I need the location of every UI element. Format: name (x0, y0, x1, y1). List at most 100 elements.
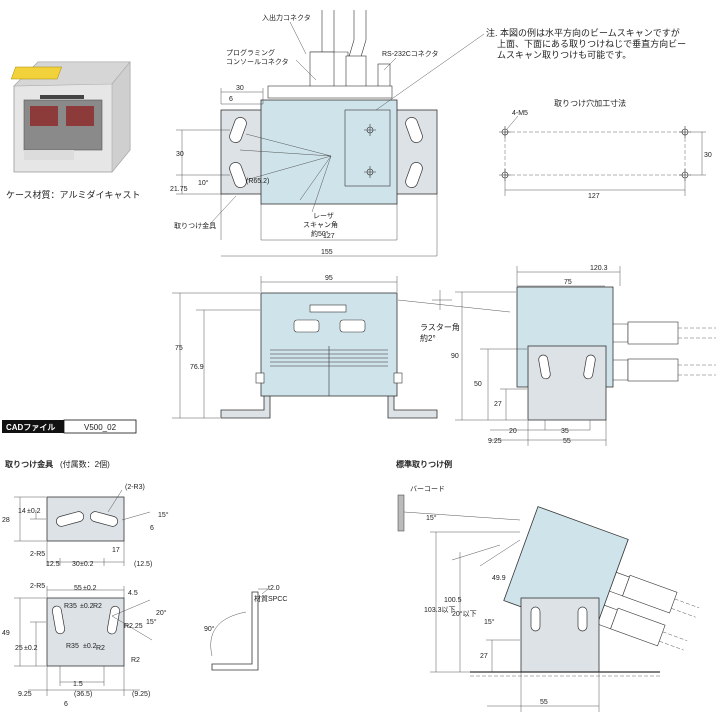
warning-label-icon (10, 66, 62, 80)
bracket2-dim-1-5: 1.5 (73, 681, 83, 688)
note-line-2: 上面、下面にある取りつけねじで垂直方向ビー (497, 38, 686, 49)
dim-127-top: 127 (323, 233, 335, 240)
bracket2-dim-55: 55 (74, 585, 82, 592)
cad-label: CADファイル (6, 423, 55, 432)
rs232c-label: RS-232Cコネクタ (382, 49, 439, 58)
note-block: 注. 本図の例は水平方向のビームスキャンですが 上面、下面にある取りつけねじで垂… (486, 27, 686, 60)
example-dim-49-9: 49.9 (492, 575, 506, 582)
bracket2-dim-4-5: 4.5 (128, 590, 138, 597)
profile-angle-90: 90° (204, 625, 215, 633)
bracket2-dim-9-25: 9.25 (18, 691, 32, 698)
bracket-dim-12-5-ref: (12.5) (134, 561, 152, 568)
example-dim-15: 15° (426, 514, 437, 522)
dim-r65-2: (R65.2) (246, 178, 269, 185)
dim-10-deg: 10° (198, 179, 209, 187)
bracket-dim-15: 15° (158, 511, 169, 519)
raster-label-1: ラスター角 (420, 322, 460, 332)
example-dim-103: 103.3以下 (424, 606, 456, 614)
bracket-dim-30: 30 (72, 561, 80, 568)
bracket2-dim-2r5: 2-R5 (30, 583, 45, 590)
bracket2-dim-36-5: (36.5) (74, 691, 92, 698)
side-dim-55: 55 (563, 438, 571, 445)
bracket2-dim-r2-25: R2.25 (124, 623, 143, 630)
hole-dim-30: 30 (704, 152, 712, 159)
dim-155: 155 (321, 249, 333, 256)
bracket-label: 取りつけ金具 (174, 221, 216, 230)
hole-title: 取りつけ穴加工寸法 (554, 98, 626, 108)
bracket-dim-17: 17 (112, 547, 120, 554)
cad-file-box (2, 419, 137, 434)
bracket2-dim-tol-4: ±0.2 (83, 643, 97, 650)
side-dim-27: 27 (494, 401, 502, 408)
bracket-profile-drawing (210, 588, 269, 671)
bracket2-dim-tol-2: ±0.2 (80, 603, 94, 610)
example-drawing (397, 494, 700, 712)
photo-caption: ケース材質：アルミダイキャスト (6, 189, 140, 200)
example-dim-100-5: 100.5 (444, 597, 462, 604)
laser-label-3: 約50° (311, 229, 329, 238)
example-barcode: バーコード (410, 485, 445, 493)
top-view (176, 10, 438, 257)
front-dim-75: 75 (175, 345, 183, 352)
bracket-top-drawing (14, 489, 151, 566)
bracket-section-subtitle: (付属数：2個) (60, 459, 110, 469)
hole-view (499, 115, 706, 196)
front-view (172, 276, 511, 419)
bracket2-dim-9-25-ref: (9.25) (132, 691, 150, 698)
example-dim-15-deg: 15° (484, 618, 495, 626)
front-dim-76-9: 76.9 (190, 364, 204, 371)
side-dim-35: 35 (561, 428, 569, 435)
dim-6: 6 (229, 96, 233, 103)
bracket2-dim-15: 15° (146, 618, 157, 626)
bracket-dim-14: 14 (18, 508, 26, 515)
bracket-dim-28: 28 (2, 517, 10, 524)
example-dim-20-deg: 20°以下 (452, 610, 477, 618)
bracket2-dim-r35-bottom: R35 (66, 643, 79, 650)
prog-console-label-2: コンソールコネクタ (226, 57, 289, 66)
side-dim-90: 90 (451, 353, 459, 360)
prog-console-label-1: プログラミング (226, 48, 275, 57)
dim-30-vertical: 30 (176, 151, 184, 158)
profile-dim-t2: t2.0 (268, 585, 280, 592)
side-dim-50: 50 (474, 381, 482, 388)
example-dim-27: 27 (480, 653, 488, 660)
side-dim-120-3: 120.3 (590, 265, 608, 272)
dim-21-75: 21.75 (170, 186, 188, 193)
bracket-dim-r3: (2-R3) (125, 484, 145, 491)
example-title: 標準取りつけ例 (396, 459, 452, 469)
front-dim-95: 95 (325, 275, 333, 282)
sensor-top-body (260, 99, 398, 205)
bracket-section-title: 取りつけ金具 (5, 459, 53, 469)
bracket2-dim-r2-top: R2 (93, 603, 102, 610)
bracket2-dim-49: 49 (2, 630, 10, 637)
note-line-3: ムスキャン取りつけも可能です。 (497, 49, 631, 60)
bracket2-dim-r2-mid: R2 (96, 645, 105, 652)
bracket2-dim-20: 20° (156, 609, 167, 617)
product-photo (10, 61, 131, 173)
laser-label-2: スキャン角 (303, 220, 338, 229)
side-dim-20: 20 (509, 428, 517, 435)
dim-30-top: 30 (236, 85, 244, 92)
bracket-dim-2r5: 2-R5 (30, 551, 45, 558)
bracket2-dim-r2-right: R2 (131, 657, 140, 664)
bracket2-dim-tol-1: ±0.2 (83, 585, 97, 592)
hole-m5: 4-M5 (512, 110, 528, 117)
io-connector-label: 入出力コネクタ (262, 13, 311, 22)
bracket2-dim-25: 25 (15, 645, 23, 652)
note-line-1: 注. 本図の例は水平方向のビームスキャンですが (486, 27, 680, 38)
laser-label-1: レーザ (313, 212, 334, 220)
hole-dim-127: 127 (588, 193, 600, 200)
cad-file-name: V500_02 (84, 423, 117, 432)
bracket-dim-tol-1: ±0.2 (27, 508, 41, 515)
bracket2-dim-6: 6 (64, 701, 68, 708)
bracket-dim-tol-2: ±0.2 (80, 561, 94, 568)
side-dim-9-25: 9.25 (488, 438, 502, 445)
bracket-dim-12-5: 12.5 (46, 561, 60, 568)
example-dim-55: 55 (540, 699, 548, 706)
profile-material: 材質SPCC (254, 594, 287, 603)
side-view (455, 266, 716, 446)
bracket2-dim-tol-3: ±0.2 (24, 645, 38, 652)
bracket-front-drawing (14, 586, 153, 696)
bracket2-dim-r35-top: R35 (64, 603, 77, 610)
